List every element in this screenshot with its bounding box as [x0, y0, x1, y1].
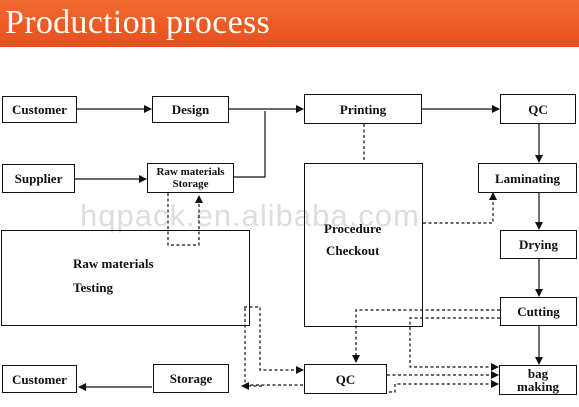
- raw-testing-label-line1: Raw materials: [73, 256, 154, 271]
- node-label: Storage: [169, 371, 213, 386]
- node-label: Supplier: [14, 171, 63, 186]
- node-label: Design: [171, 102, 210, 117]
- node-label: Customer: [12, 371, 67, 387]
- node-qc-top: QC: [500, 94, 576, 124]
- header-banner: Production process: [0, 0, 579, 47]
- node-procedure-checkout: [304, 163, 423, 327]
- node-label-line2: Storage: [172, 178, 209, 190]
- node-drying: Drying: [500, 230, 577, 259]
- node-label-line1: bag: [527, 366, 549, 381]
- node-supplier: Supplier: [2, 164, 75, 193]
- edge-cutting-bag-dashed: [409, 317, 500, 371]
- node-label: Printing: [339, 101, 387, 117]
- edge-qc-storage: [244, 307, 303, 386]
- node-customer-bottom: Customer: [2, 365, 77, 393]
- node-label: QC: [528, 101, 548, 117]
- page-title: Production process: [5, 4, 271, 41]
- node-laminating: Laminating: [478, 163, 577, 193]
- node-label: Laminating: [494, 170, 560, 186]
- node-raw-materials-storage: Raw materials Storage: [147, 163, 234, 193]
- node-printing: Printing: [304, 94, 422, 124]
- edge-rawtesting-qc: [244, 306, 304, 374]
- node-label-line1: Raw materials: [156, 166, 225, 178]
- node-design: Design: [152, 96, 229, 123]
- node-customer-top: Customer: [2, 96, 77, 123]
- raw-testing-label-line2: Testing: [73, 280, 113, 295]
- procedure-label-line2: Checkout: [326, 243, 380, 258]
- watermark: hqpack.en.alibaba.com: [80, 198, 420, 233]
- node-label: Cutting: [517, 304, 560, 319]
- edge-procedure-laminating: [423, 192, 497, 224]
- node-cutting: Cutting: [500, 297, 577, 326]
- edge-rawstorage-printing: [234, 111, 266, 178]
- node-raw-materials-testing: [1, 230, 250, 326]
- edge-cutting-qc: [352, 309, 500, 363]
- node-storage: Storage: [153, 364, 229, 393]
- node-label: Drying: [519, 237, 558, 252]
- edge-rawstorage-rawtesting-a: [167, 193, 203, 246]
- node-qc-bottom: QC: [304, 364, 387, 394]
- node-label-line2: making: [517, 379, 559, 394]
- node-label: Customer: [12, 102, 67, 117]
- node-label: QC: [335, 371, 356, 387]
- node-bag-making: bag making: [499, 365, 577, 395]
- procedure-label-line1: Procedure: [324, 221, 382, 236]
- edge-qc-bag-lower: [378, 380, 499, 393]
